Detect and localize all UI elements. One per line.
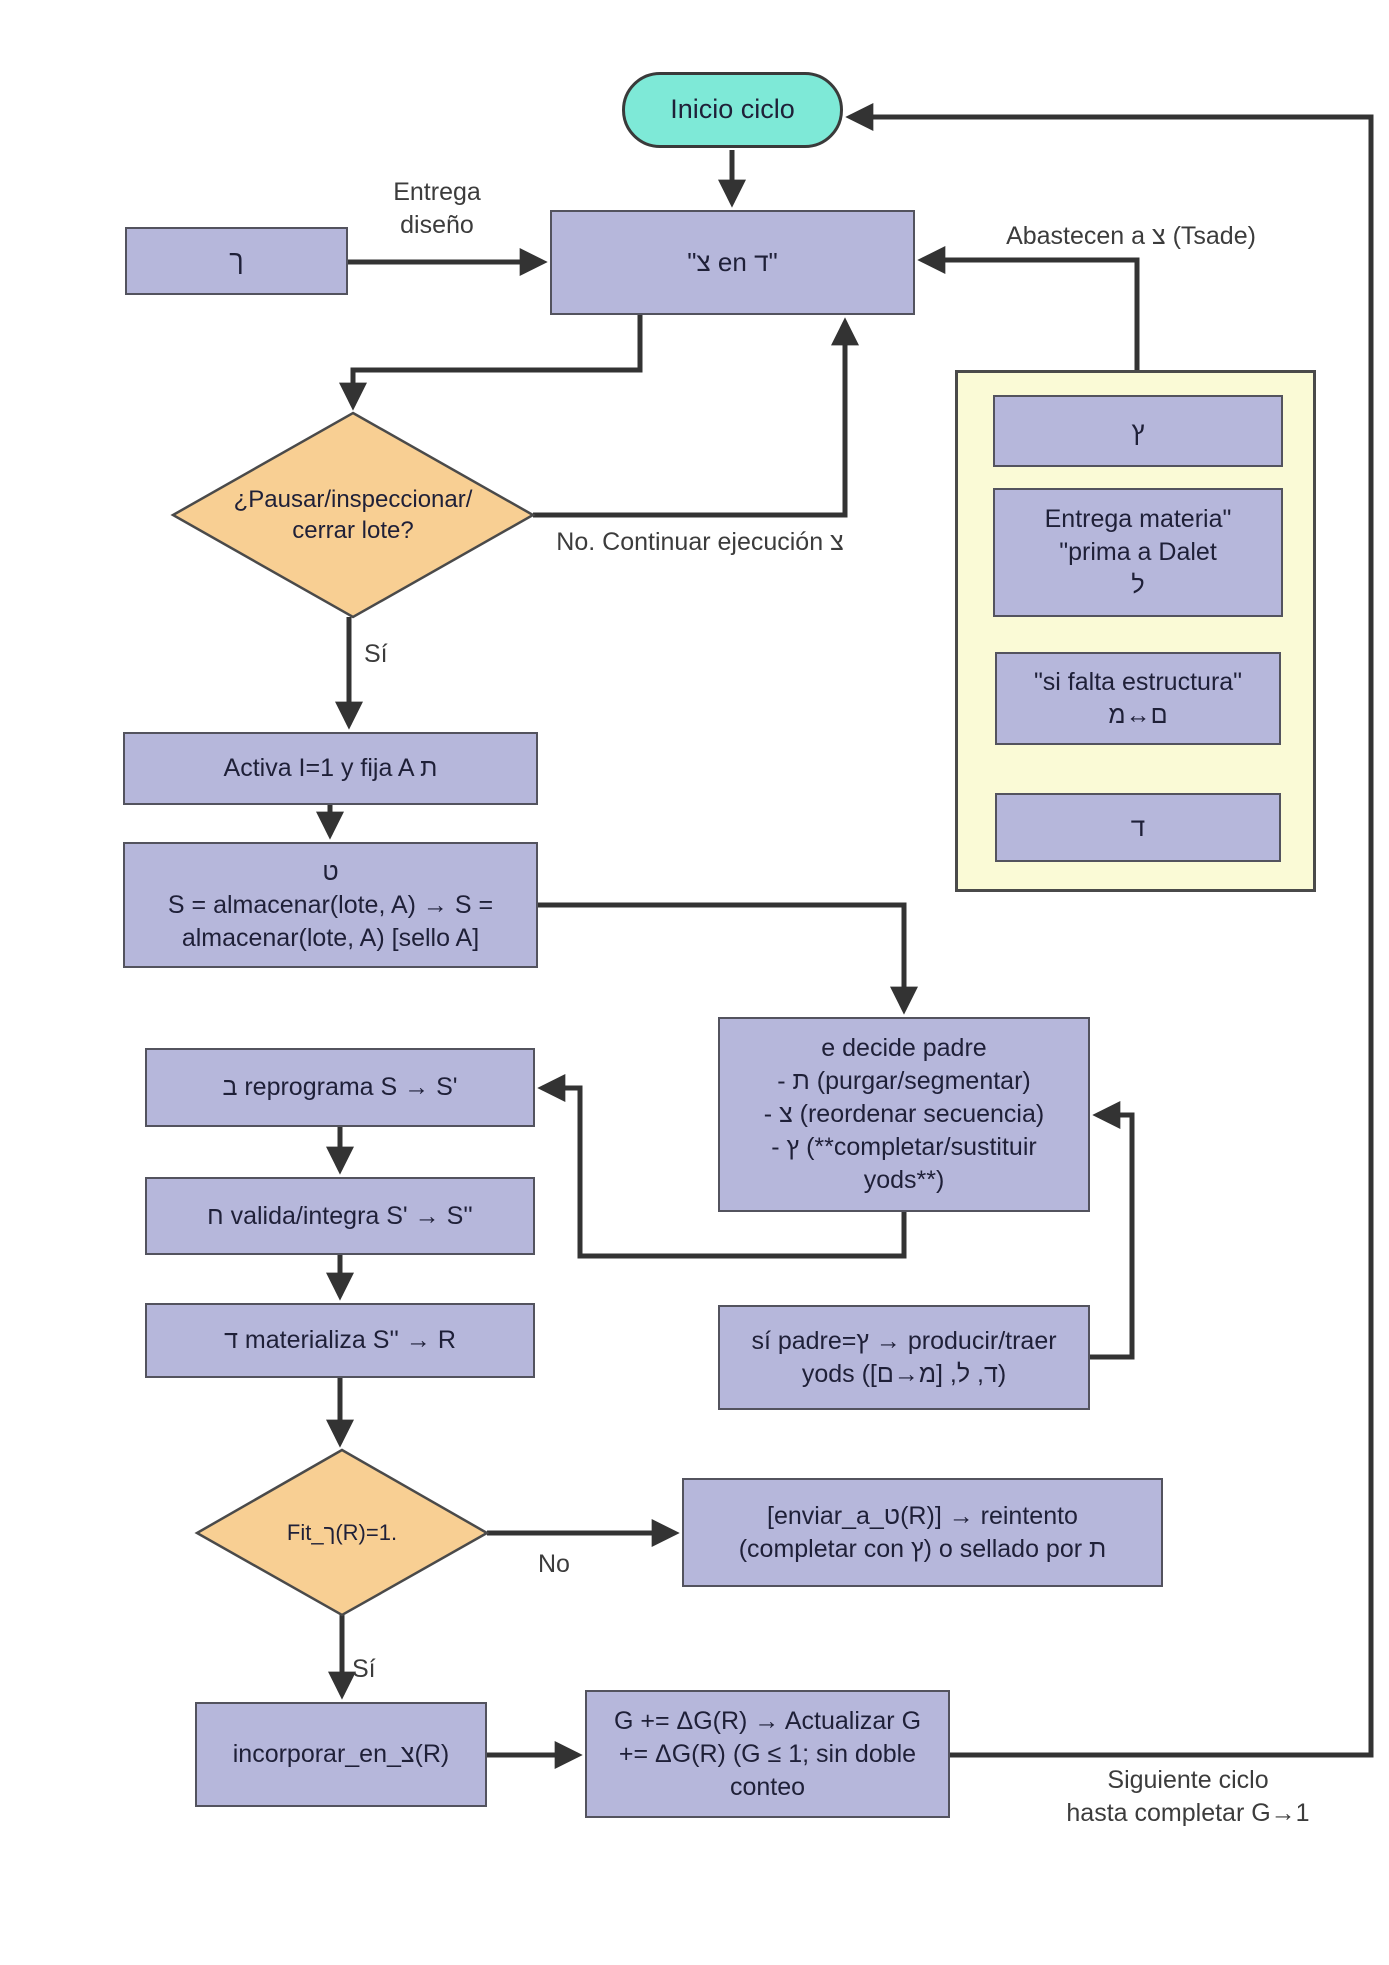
reprograma-box: ב reprograma S → S' — [145, 1048, 535, 1127]
edge-sipadre-to-decide — [1090, 1101, 1135, 1360]
panel-final-tsade-box: ץ — [993, 395, 1283, 467]
kaf-box: ך — [125, 227, 348, 295]
pausar-decision-label: ¿Pausar/inspeccionar/ cerrar lote? — [233, 485, 473, 544]
activa-box: Activa I=1 y fija A ת — [123, 732, 538, 805]
panel-entrega-materia-box: Entrega materia" "prima a Dalet ל — [993, 488, 1283, 617]
decide-padre-box: e decide padre - ת (purgar/segmentar) - … — [718, 1017, 1090, 1212]
materializa-box: ד materializa S'' → R — [145, 1303, 535, 1378]
panel-dalet-box: ד — [995, 793, 1281, 862]
edge-pausar-no-return — [533, 317, 859, 518]
actualizar-g-box: G += ΔG(R) → Actualizar G += ΔG(R) (G ≤ … — [585, 1690, 950, 1818]
start-node: Inicio ciclo — [622, 72, 843, 148]
siguiente-ciclo-label: Siguiente ciclo hasta completar G→1 — [1066, 1766, 1310, 1827]
pausar-decision-diamond — [170, 411, 536, 619]
almacenar-box: ט S = almacenar(lote, A) → S = almacenar… — [123, 842, 538, 968]
panel-falta-estructura-box: "si falta estructura" ם↔מ — [995, 652, 1281, 745]
no-continuar-label: No. Continuar ejecución צ — [556, 528, 844, 556]
edge-almacenar-to-decide — [538, 902, 918, 1015]
no-label-2: No — [538, 1550, 570, 1578]
si-padre-box: sí padre=ץ → producir/traer yods (ד, ל, … — [718, 1305, 1090, 1410]
entrega-diseno-label: Entrega diseño — [393, 178, 481, 239]
edge-main-to-pausar — [339, 315, 643, 411]
si-label-2: Sí — [352, 1655, 376, 1683]
si-label-1: Sí — [364, 640, 388, 668]
edge-decide-to-reprograma — [537, 1074, 907, 1259]
incorporar-box: incorporar_en_צ(R) — [195, 1702, 487, 1807]
tsade-in-dalet-box: "צ en ד" — [550, 210, 915, 315]
fit-decision-label: Fit_ך(R)=1. — [286, 1519, 398, 1545]
edge-loop-to-start — [845, 103, 1374, 1758]
edge-panel-to-main — [917, 246, 1140, 370]
fit-decision-diamond — [194, 1448, 490, 1617]
enviar-retry-box: [enviar_a_ט(R)] → reintento (completar c… — [682, 1478, 1163, 1587]
valida-box: ח valida/integra S' → S'' — [145, 1177, 535, 1255]
abastecen-label: Abastecen a צ (Tsade) — [1006, 222, 1256, 250]
